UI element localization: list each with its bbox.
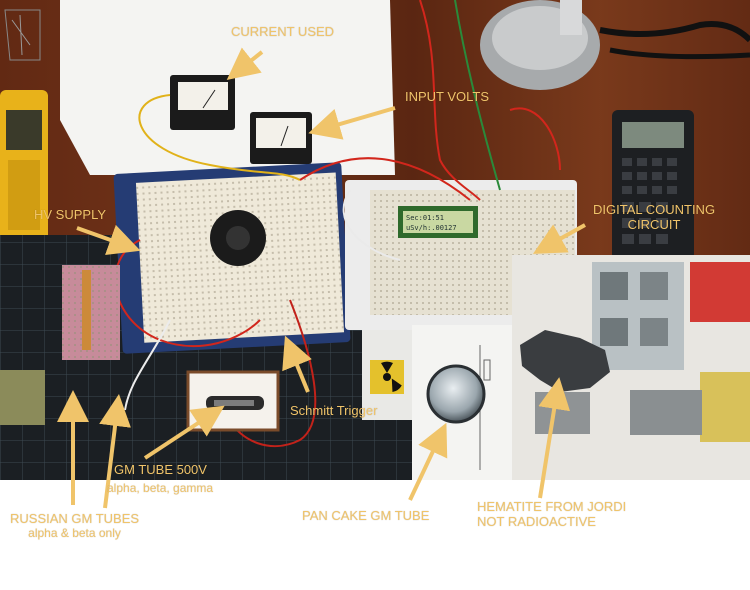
label-pancake-gm: PAN CAKE GM TUBE xyxy=(302,508,430,523)
label-digital-counting-line2: CIRCUIT xyxy=(627,216,681,232)
gm-tube-500v xyxy=(186,370,280,432)
label-current-used: CURRENT USED xyxy=(231,24,335,39)
blue-breadboard-board xyxy=(113,162,351,354)
russian-gm-tube xyxy=(82,270,91,350)
current-meter xyxy=(170,75,235,130)
lcd-line-1: Sec:01:51 xyxy=(406,214,444,222)
label-input-volts: INPUT VOLTS xyxy=(405,89,490,104)
label-gm-tube-500v: GM TUBE 500V xyxy=(114,462,207,477)
label-russian-gm: RUSSIAN GM TUBES alpha & beta only xyxy=(10,511,140,541)
label-hematite: HEMATITE FROM JORDI NOT RADIOACTIVE xyxy=(477,499,627,530)
multimeter xyxy=(0,90,48,255)
calculator xyxy=(612,110,694,260)
label-russian-gm-line2: alpha & beta only xyxy=(28,525,121,540)
label-digital-counting-line1: DIGITAL COUNTING xyxy=(593,202,716,217)
label-hematite-line2: NOT RADIOACTIVE xyxy=(477,513,596,529)
label-hematite-line1: HEMATITE FROM JORDI xyxy=(477,499,627,514)
lcd-line-2: uSv/h:.00127 xyxy=(406,224,457,232)
label-schmitt-trigger: Schmitt Trigger xyxy=(290,403,378,418)
pancake-gm-tube xyxy=(426,364,486,424)
hematite-rock xyxy=(520,330,610,392)
radioactive-card xyxy=(362,330,412,420)
label-digital-counting: DIGITAL COUNTING CIRCUIT xyxy=(593,202,716,233)
label-russian-gm-line1: RUSSIAN GM TUBES xyxy=(10,511,140,526)
label-gm-tube-sub: alpha, beta, gamma xyxy=(107,481,214,495)
voltage-meter xyxy=(250,112,312,164)
label-hv-supply: HV SUPPLY xyxy=(34,207,107,222)
